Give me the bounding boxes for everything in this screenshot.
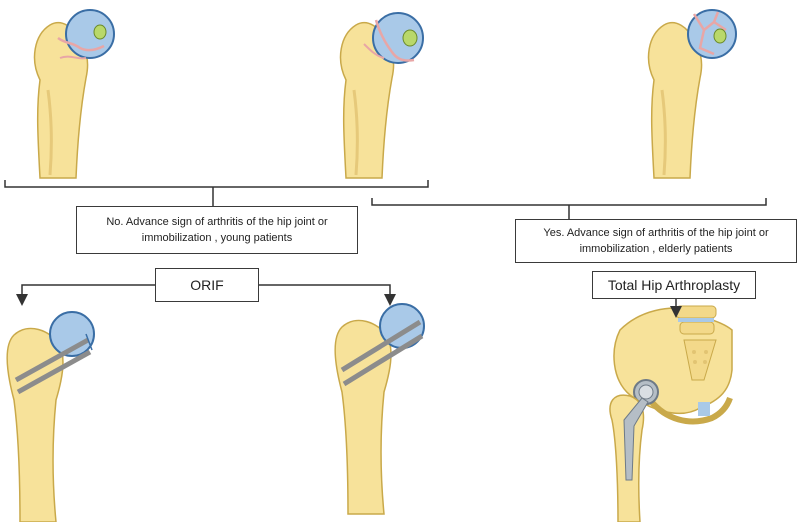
no-arthritis-line1: No. Advance sign of arthritis of the hip… — [106, 216, 328, 228]
orif-box: ORIF — [155, 268, 259, 302]
pubic-arch — [647, 396, 733, 425]
disc — [678, 318, 714, 322]
lesion-1 — [93, 24, 107, 40]
bracket-left — [4, 180, 429, 206]
fracture-line-1 — [57, 36, 105, 52]
orif-label: ORIF — [190, 277, 224, 293]
lesion-3 — [713, 28, 727, 44]
femoral-head-2 — [372, 12, 424, 64]
fracture-line-3 — [692, 11, 727, 56]
lesion-2 — [402, 29, 418, 47]
fracture-line-2 — [374, 19, 415, 62]
femur-fixed-2 — [334, 303, 425, 515]
no-arthritis-line2: immobilization , young patients — [141, 232, 293, 244]
screws-2 — [340, 319, 424, 387]
yes-arthritis-line1: Yes. Advance sign of arthritis of the hi… — [543, 227, 769, 239]
total-hip-arthroplasty-box: Total Hip Arthroplasty — [592, 271, 756, 299]
sacral-foramina — [692, 350, 708, 364]
femur-diagram-3 — [647, 9, 737, 180]
prosthetic-head — [638, 384, 654, 400]
femur-diagram-1 — [33, 9, 115, 180]
screws-1 — [14, 337, 92, 395]
tha-label: Total Hip Arthroplasty — [607, 277, 741, 293]
yes-arthritis-line2: immobilization , elderly patients — [579, 243, 733, 255]
femur-fixed-1 — [6, 311, 95, 522]
femoral-stem — [623, 397, 649, 481]
pubic-symphysis — [698, 402, 710, 416]
orif-arrows — [16, 284, 396, 306]
no-arthritis-box: No. Advance sign of arthritis of the hip… — [76, 206, 358, 254]
hip-arthroplasty-diagram — [609, 296, 733, 522]
bracket-right — [371, 198, 767, 219]
yes-arthritis-box: Yes. Advance sign of arthritis of the hi… — [515, 219, 797, 263]
femur-diagram-2 — [339, 12, 424, 180]
